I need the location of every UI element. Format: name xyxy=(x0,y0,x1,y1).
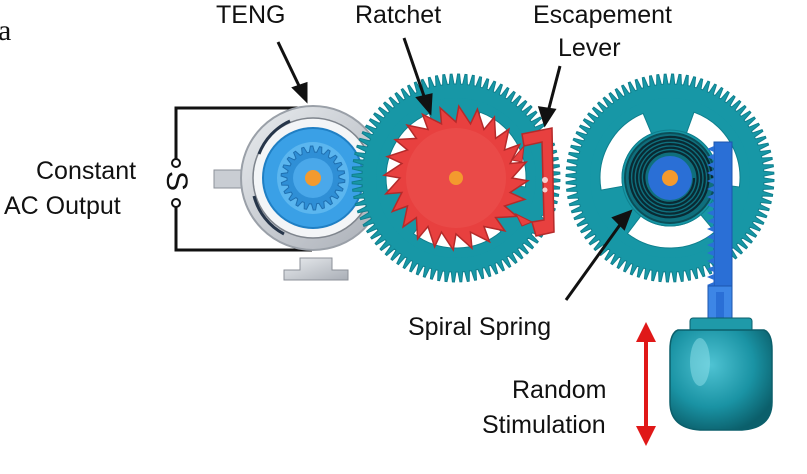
stimulation-arrow-down-head xyxy=(636,426,656,446)
top-terminal xyxy=(171,158,181,168)
rack-tooth xyxy=(707,250,714,256)
random-stimulation-label-line2: Stimulation xyxy=(482,411,606,439)
teng-hub xyxy=(305,170,321,186)
teng-rotor xyxy=(262,127,364,229)
escapement-callout-head xyxy=(537,106,557,128)
rack-tooth xyxy=(707,154,714,160)
teng-electrode-arc xyxy=(257,119,291,155)
spiral-spring-label: Spiral Spring xyxy=(408,313,552,341)
circuit-wires xyxy=(174,106,312,252)
rack-shaft-slot xyxy=(716,292,724,320)
rack-tooth xyxy=(707,162,714,168)
stimulation-arrow-up-head xyxy=(636,322,656,342)
constant-output-label-line1: Constant xyxy=(36,157,137,185)
rack-tooth xyxy=(707,242,714,248)
ratchet-label: Ratchet xyxy=(355,1,442,29)
spiral-spring xyxy=(628,135,714,219)
bottom-terminal xyxy=(171,198,181,208)
rack-tooth xyxy=(707,266,714,272)
escapement-lever xyxy=(511,127,555,237)
escapement-pivot xyxy=(542,177,548,183)
escapement-pallet-top xyxy=(511,144,525,163)
rack-bar xyxy=(713,141,733,291)
rack-tooth xyxy=(707,274,714,280)
teng-electrode-arc-2 xyxy=(252,195,285,236)
wire-terminals xyxy=(171,158,181,208)
spring-callout-line xyxy=(564,221,624,301)
escapement-callout-line xyxy=(546,65,562,113)
top-wire xyxy=(174,106,312,160)
spring-arbor-hub xyxy=(662,170,678,186)
escapement-pivot-2 xyxy=(542,187,548,193)
rack-tooth xyxy=(707,146,714,152)
rack-teeth xyxy=(707,146,714,288)
ratchet-callout-line xyxy=(402,37,428,103)
rack-tooth xyxy=(707,202,714,208)
teng-base xyxy=(283,257,349,281)
escapement-pallet-bottom xyxy=(514,212,534,227)
weight-body xyxy=(669,329,773,431)
stimulation-weight xyxy=(669,317,773,431)
rack-tooth xyxy=(707,178,714,184)
escapement-label-line1: Escapement xyxy=(533,1,672,29)
rack-tooth xyxy=(707,170,714,176)
ratchet-hub xyxy=(449,171,463,185)
stimulation-arrow xyxy=(636,322,656,446)
weight-highlight xyxy=(690,338,710,386)
rack-tooth xyxy=(707,210,714,216)
ratchet-callout-head xyxy=(415,93,433,116)
rack-tooth xyxy=(707,258,714,264)
teng-label: TENG xyxy=(216,1,286,29)
callout-arrows xyxy=(276,37,633,301)
escapement-label-line2: Lever xyxy=(558,34,621,62)
bottom-wire xyxy=(174,206,312,252)
panel-letter: a xyxy=(0,14,12,47)
ac-source-symbol: S xyxy=(160,171,193,192)
right-gear-hub-assembly xyxy=(624,132,716,224)
rack-tooth xyxy=(707,194,714,200)
rack-tooth xyxy=(707,218,714,224)
rack-tooth xyxy=(707,234,714,240)
constant-output-label-line2: AC Output xyxy=(4,192,121,220)
teng-callout-line xyxy=(276,41,304,93)
rack-tooth xyxy=(707,186,714,192)
spring-callout-head xyxy=(611,209,633,231)
random-stimulation-label-line1: Random xyxy=(512,376,607,404)
rack-tooth xyxy=(707,226,714,232)
teng-callout-head xyxy=(291,81,308,104)
